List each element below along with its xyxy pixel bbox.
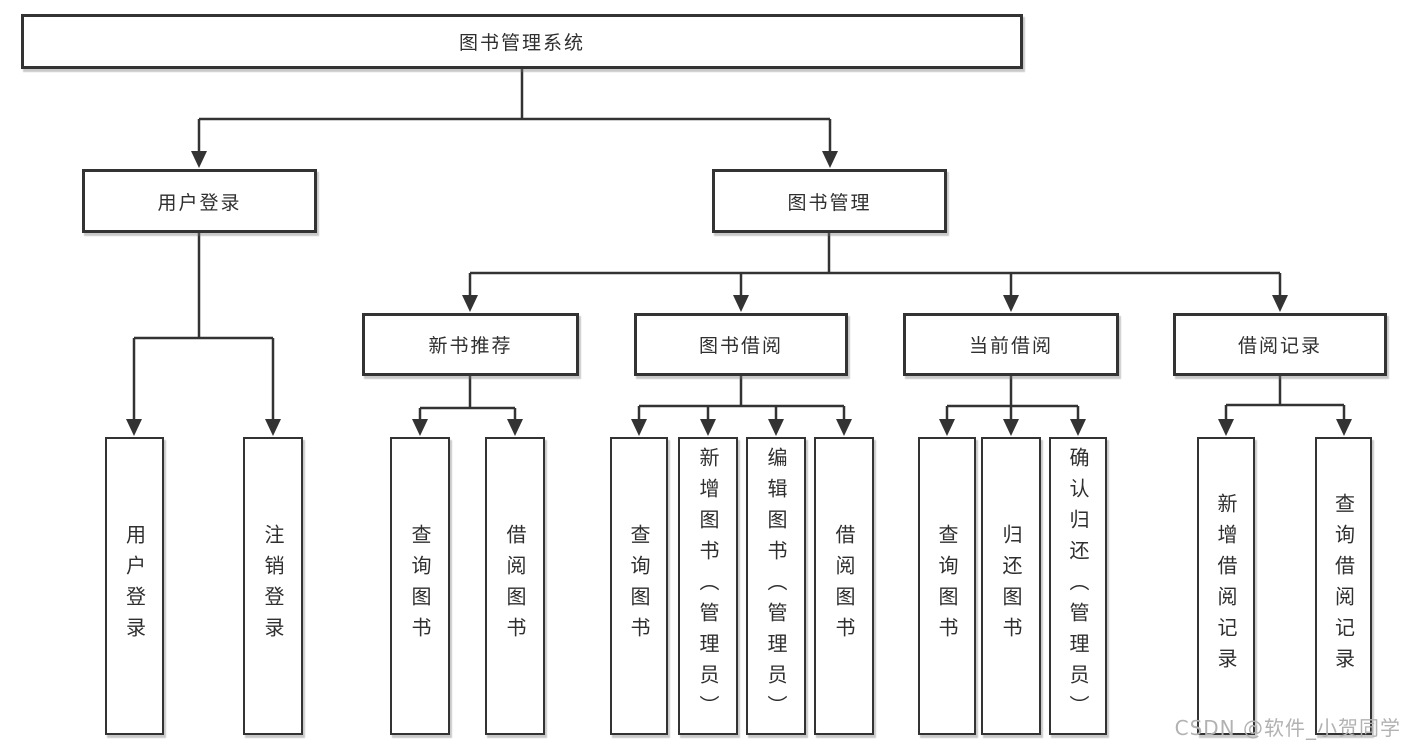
leaf-borrow-books-borrowing: 借阅图书 [814,437,874,735]
node-label: 查询借阅记录 [1331,493,1356,679]
node-book-management: 图书管理 [712,169,947,233]
node-library-system: 图书管理系统 [21,14,1023,69]
node-label: 图书管理 [787,191,872,214]
node-borrow-records: 借阅记录 [1173,313,1387,376]
node-label: 查询图书 [935,524,959,648]
node-label: 图书借阅 [698,335,783,357]
node-label: 确认归还（管理员） [1066,446,1090,726]
leaf-user-login: 用户登录 [105,437,164,735]
node-label: 查询图书 [627,524,651,648]
leaf-borrow-books-recommend: 借阅图书 [485,437,545,735]
leaf-query-books-recommend: 查询图书 [390,437,450,735]
node-current-borrowing: 当前借阅 [903,313,1119,376]
leaf-return-books: 归还图书 [981,437,1041,735]
node-label: 新增借阅记录 [1214,493,1238,679]
connector-stems [132,69,1346,421]
leaf-add-borrow-record: 新增借阅记录 [1197,437,1255,735]
node-label: 用户登录 [122,524,147,648]
node-label: 归还图书 [999,524,1023,648]
node-user-login: 用户登录 [82,169,317,233]
csdn-watermark: CSDN @软件_小贺同学 [1174,716,1401,740]
leaf-confirm-return-admin: 确认归还（管理员） [1049,437,1107,735]
node-new-book-recommend: 新书推荐 [362,313,579,376]
leaf-add-books-admin: 新增图书（管理员） [678,437,738,735]
leaf-query-borrow-record: 查询借阅记录 [1315,437,1372,735]
node-label: 借阅图书 [503,524,527,648]
leaf-query-books-current: 查询图书 [918,437,976,735]
node-label: 注销登录 [261,524,285,648]
leaf-logout: 注销登录 [243,437,303,735]
node-label: 借阅图书 [832,524,856,648]
arrowheads [126,151,1352,436]
node-label: 查询图书 [408,524,432,648]
node-label: 借阅记录 [1237,335,1322,357]
node-label: 新书推荐 [428,335,513,357]
node-label: 用户登录 [157,191,242,214]
node-label: 图书管理系统 [458,32,585,54]
leaf-query-books-borrowing: 查询图书 [610,437,668,735]
node-book-borrowing: 图书借阅 [634,313,848,376]
node-label: 编辑图书（管理员） [764,446,788,726]
node-label: 当前借阅 [968,335,1053,357]
node-label: 新增图书（管理员） [696,446,720,726]
leaf-edit-books-admin: 编辑图书（管理员） [746,437,806,735]
